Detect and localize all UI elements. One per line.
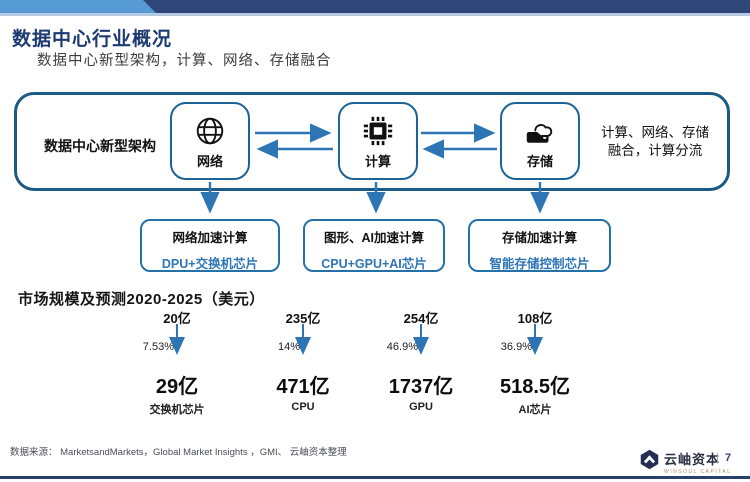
market-cagr: 36.9% [500,341,532,353]
market-category: GPU [409,401,433,413]
side-note-line2: 融合，计算分流 [607,143,703,158]
page-subtitle: 数据中心新型架构，计算、网络、存储融合 [37,53,332,69]
market-cagr: 46.9% [386,341,418,353]
market-end-value: 29亿 [155,376,199,398]
market-start-value: 254亿 [403,311,439,326]
graphics-ai-accelerator-box: 图形、AI加速计算 CPU+GPU+AI芯片 [303,219,445,272]
page-number: 7 [725,452,732,464]
storage-node: 存储 [500,102,580,180]
market-category: 交换机芯片 [149,404,205,416]
logo-company-subtext: WINSOUL CAPITAL [664,469,732,475]
bottom-divider-line [0,476,750,479]
accelerator-chips: 智能存储控制芯片 [489,257,590,271]
accelerator-title: 存储加速计算 [501,231,577,245]
network-node-label: 网络 [196,154,223,169]
data-source-note: 数据来源： MarketsandMarkets，Global Market In… [10,447,347,458]
storage-icon [521,113,559,149]
accelerator-chips: CPU+GPU+AI芯片 [321,257,427,271]
market-column-cpu: 235亿 14% 471亿 CPU [233,308,373,418]
logo-company-name: 云岫资本 [664,452,721,467]
top-bar-accent [0,0,156,13]
network-node: 网络 [170,102,250,180]
top-bar [0,0,750,13]
top-divider-line [0,13,750,16]
globe-icon [193,113,227,149]
market-cagr: 14% [277,341,300,353]
market-column-gpu: 254亿 46.9% 1737亿 GPU [351,308,491,418]
market-column-ai-chip: 108亿 36.9% 518.5亿 AI芯片 [465,308,605,418]
market-start-value: 20亿 [163,311,191,326]
side-note-line1: 计算、网络、存储 [601,125,709,140]
page-title: 数据中心行业概况 [12,29,173,50]
market-end-value: 518.5亿 [499,376,571,398]
logo-icon [639,449,660,475]
market-end-value: 1737亿 [388,376,454,398]
page-number-separator: | [716,452,719,464]
market-start-value: 235亿 [285,311,321,326]
market-category: CPU [291,401,315,413]
company-logo: 云岫资本 WINSOUL CAPITAL [639,449,732,475]
market-end-value: 471亿 [276,376,330,398]
market-start-value: 108亿 [517,311,553,326]
network-accelerator-box: 网络加速计算 DPU+交换机芯片 [140,219,280,272]
architecture-label: 数据中心新型架构 [44,138,156,154]
storage-accelerator-box: 存储加速计算 智能存储控制芯片 [468,219,611,272]
chip-icon [361,113,395,149]
accelerator-chips: DPU+交换机芯片 [161,257,259,271]
architecture-side-note: 计算、网络、存储 融合，计算分流 [592,124,718,160]
accelerator-title: 网络加速计算 [172,231,248,245]
storage-node-label: 存储 [526,154,553,169]
market-category: AI芯片 [518,404,552,416]
market-column-switch-chip: 20亿 7.53% 29亿 交换机芯片 [107,308,247,418]
compute-node: 计算 [338,102,418,180]
accelerator-title: 图形、AI加速计算 [323,231,424,245]
market-section-heading: 市场规模及预测2020-2025（美元） [18,291,265,308]
compute-node-label: 计算 [364,154,391,169]
market-cagr: 7.53% [142,341,174,353]
